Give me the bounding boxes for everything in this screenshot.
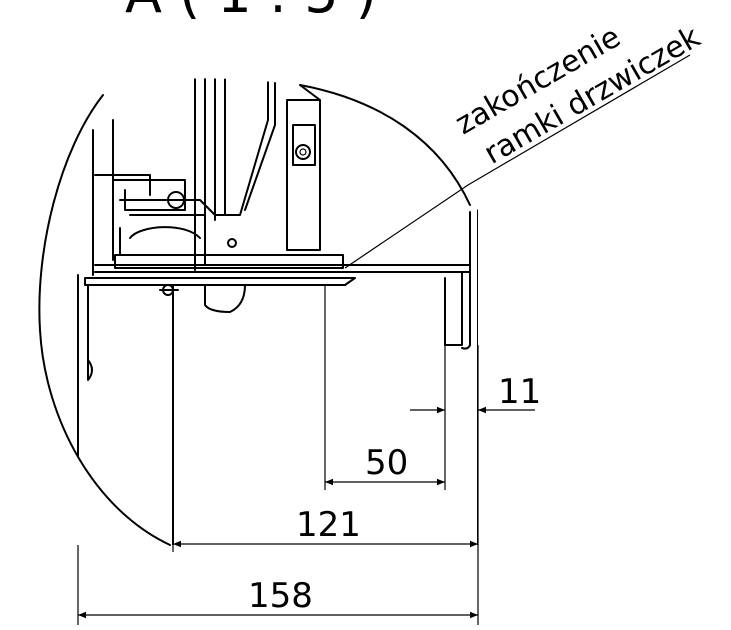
dim-158-label: 158 [248, 576, 313, 616]
dim-11-label: 11 [498, 372, 541, 412]
note-leader-line [344, 54, 691, 269]
detail-circle-boundary-right [299, 84, 471, 206]
detail-title: A ( 1 : 5 ) [125, 0, 377, 25]
dim-50-label: 50 [365, 443, 408, 483]
mechanical-assembly [77, 78, 478, 545]
dim-121-label: 121 [296, 505, 361, 545]
detail-circle-boundary [38, 94, 171, 546]
note-label: zakończenie ramki drzwiczek [450, 19, 707, 171]
